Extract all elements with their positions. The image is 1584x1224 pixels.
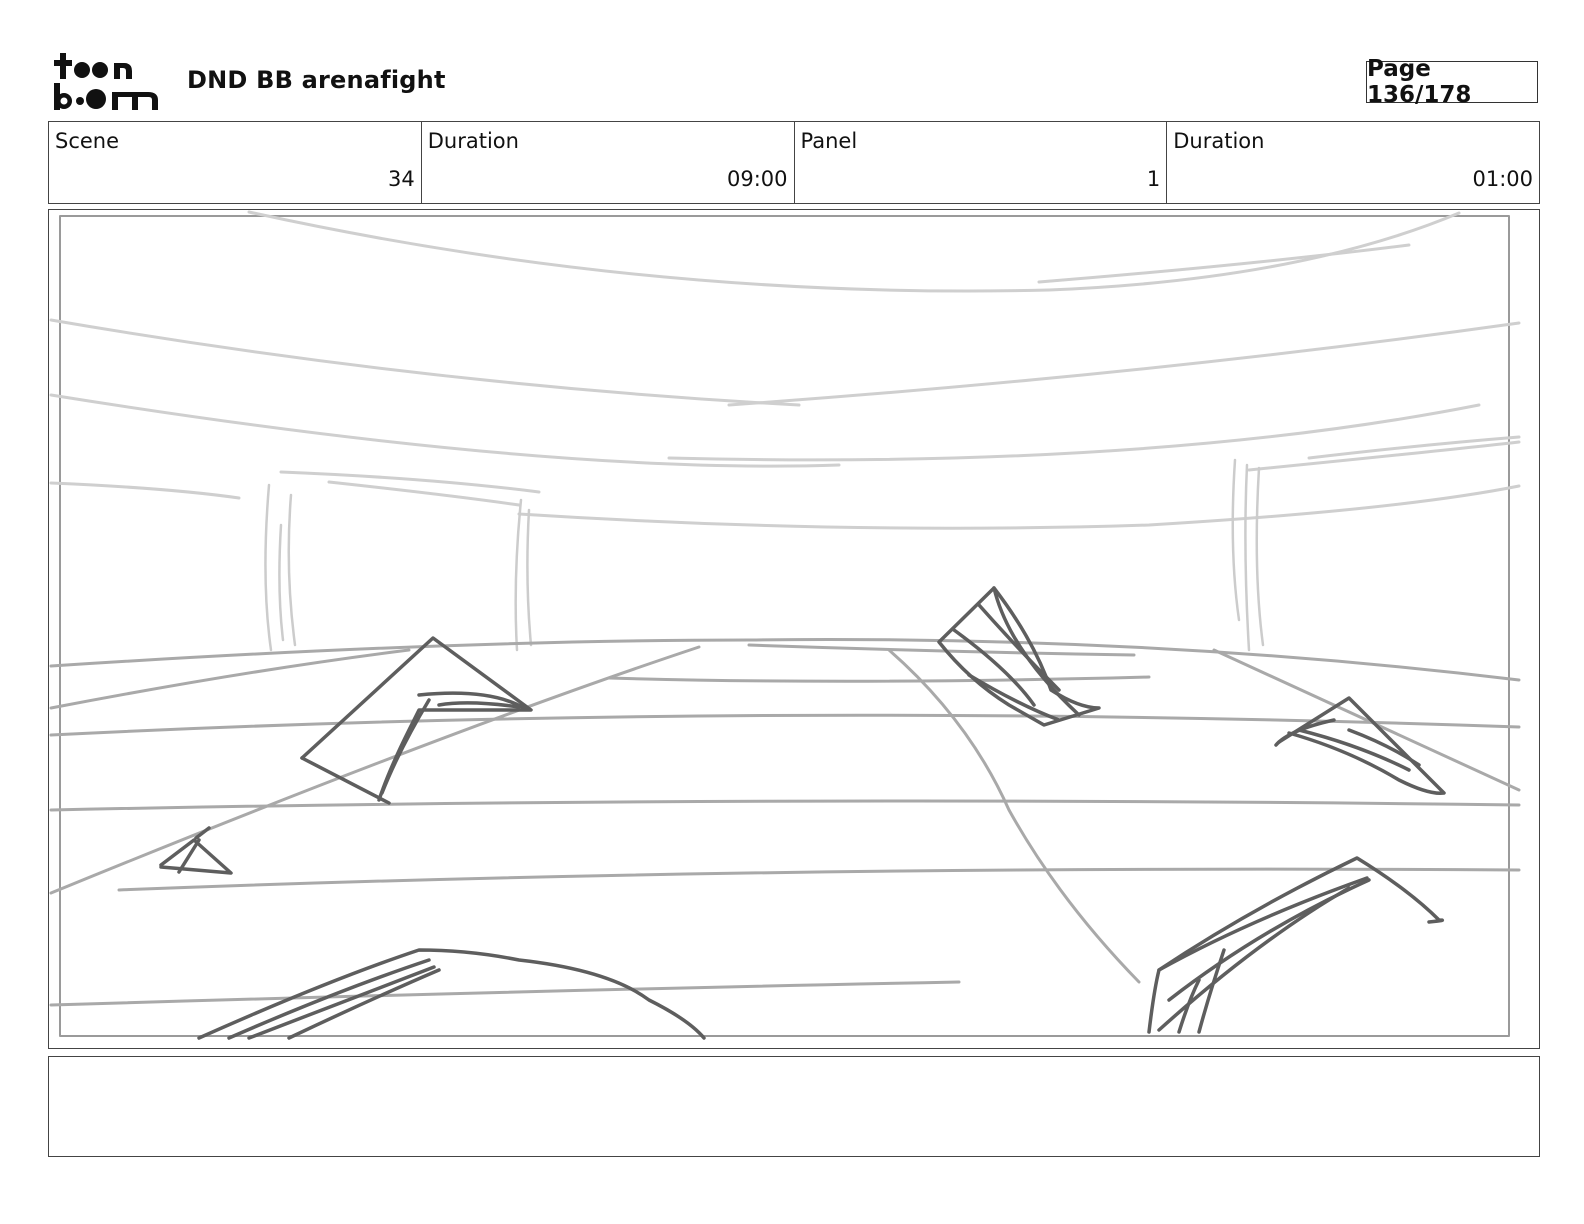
panel-value: 1 xyxy=(1146,167,1161,191)
scene-duration-label: Duration xyxy=(427,129,519,153)
ground-lines xyxy=(49,638,1521,1007)
sketch-drawing xyxy=(49,210,1521,1040)
scene-label: Scene xyxy=(55,129,120,153)
project-title: DND BB arenafight xyxy=(187,66,446,94)
arena-tiers xyxy=(49,210,1521,530)
panel-duration-value: 01:00 xyxy=(1472,167,1533,191)
camera-frame xyxy=(59,215,1510,1037)
scene-duration-value: 09:00 xyxy=(726,167,788,191)
character-sketches xyxy=(159,586,1446,1040)
panel-label: Panel xyxy=(800,129,858,153)
scene-duration-cell: Duration 09:00 xyxy=(422,122,795,203)
scene-cell: Scene 34 xyxy=(49,122,422,203)
page-number-badge: Page 136/178 xyxy=(1366,56,1538,108)
panel-notes-box[interactable] xyxy=(48,1056,1540,1157)
scene-value: 34 xyxy=(388,167,415,191)
arena-pillars xyxy=(264,458,1265,652)
panel-duration-cell: Duration 01:00 xyxy=(1167,122,1539,203)
toonboom-logo xyxy=(52,50,164,112)
storyboard-panel xyxy=(48,209,1540,1049)
panel-cell: Panel 1 xyxy=(795,122,1168,203)
panel-duration-label: Duration xyxy=(1173,129,1265,153)
panel-info-row: Scene 34 Duration 09:00 Panel 1 Duration… xyxy=(48,121,1540,204)
